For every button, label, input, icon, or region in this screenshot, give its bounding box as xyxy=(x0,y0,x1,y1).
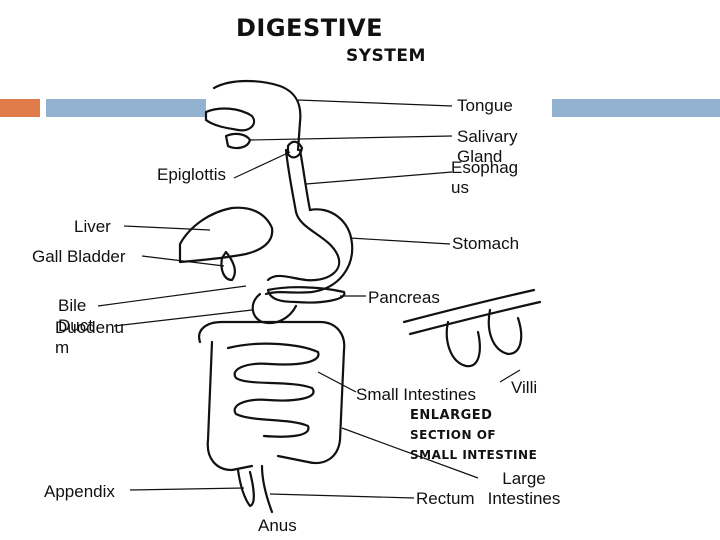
inset-caption-line2: Section of xyxy=(410,428,497,442)
diagram-title-line1: DIGESTIVE xyxy=(236,14,383,42)
villi-loop-2 xyxy=(487,308,523,356)
leader-tongue xyxy=(297,99,453,107)
label-anus: Anus xyxy=(258,516,297,535)
label-small-intestines: Small Intestines xyxy=(356,385,476,404)
leader-rectum xyxy=(269,493,415,499)
gall-bladder-outline xyxy=(220,250,236,282)
accent-bar-blue-right xyxy=(552,99,720,117)
liver-outline xyxy=(178,206,274,264)
label-bile-duct: Bile Duct xyxy=(58,296,93,335)
diagram-title-line2: SYSTEM xyxy=(346,46,426,66)
label-liver: Liver xyxy=(74,217,111,236)
leader-epiglottis xyxy=(233,151,291,179)
leader-appendix xyxy=(129,487,245,491)
leader-duodenum xyxy=(113,309,253,327)
label-tongue: Tongue xyxy=(457,96,513,115)
label-appendix: Appendix xyxy=(44,482,115,501)
leader-stomach xyxy=(349,237,451,245)
leader-esophagus xyxy=(305,171,453,185)
label-duodenum: Duodenu m xyxy=(55,318,125,357)
appendix-outline xyxy=(236,468,255,508)
esophagus-tube-left xyxy=(284,148,298,214)
inset-caption-line1: Enlarged xyxy=(410,408,493,423)
pancreas-outline xyxy=(266,286,346,304)
mouth-outline xyxy=(212,79,302,152)
small-intestine-coils xyxy=(226,342,320,438)
esophagus-tube-right xyxy=(298,148,312,212)
label-pancreas: Pancreas xyxy=(368,288,440,307)
label-epiglottis: Epiglottis xyxy=(157,165,226,184)
stomach-outline xyxy=(264,208,354,296)
leader-salivary xyxy=(249,135,453,141)
tongue-shape xyxy=(204,107,256,132)
leader-large-intestines xyxy=(341,427,479,479)
leader-liver xyxy=(123,225,211,231)
label-stomach: Stomach xyxy=(452,234,520,253)
leader-gall-bladder xyxy=(141,255,225,267)
inset-caption-line3: Small Intestine xyxy=(410,448,538,462)
rectum-outline xyxy=(260,464,274,514)
villi-inset-wall xyxy=(402,288,542,336)
label-villi: Villi xyxy=(511,378,538,397)
epiglottis-shape xyxy=(286,140,304,159)
large-intestine-outline xyxy=(198,320,346,472)
label-salivary-gland: Salivary Gland xyxy=(457,127,518,166)
label-large-intestines: Large Intestines xyxy=(487,469,561,508)
villi-loop-1 xyxy=(445,320,481,368)
label-esophagus: Esophag us xyxy=(451,158,519,197)
salivary-gland-shape xyxy=(224,132,252,150)
leader-small-intestines xyxy=(317,371,357,393)
label-rectum: Rectum xyxy=(416,489,475,508)
leader-villi xyxy=(499,369,521,383)
accent-bar-orange xyxy=(0,99,40,117)
leader-bile-duct xyxy=(97,285,247,307)
accent-bar-blue-left xyxy=(46,99,206,117)
label-gall-bladder: Gall Bladder xyxy=(32,247,126,266)
